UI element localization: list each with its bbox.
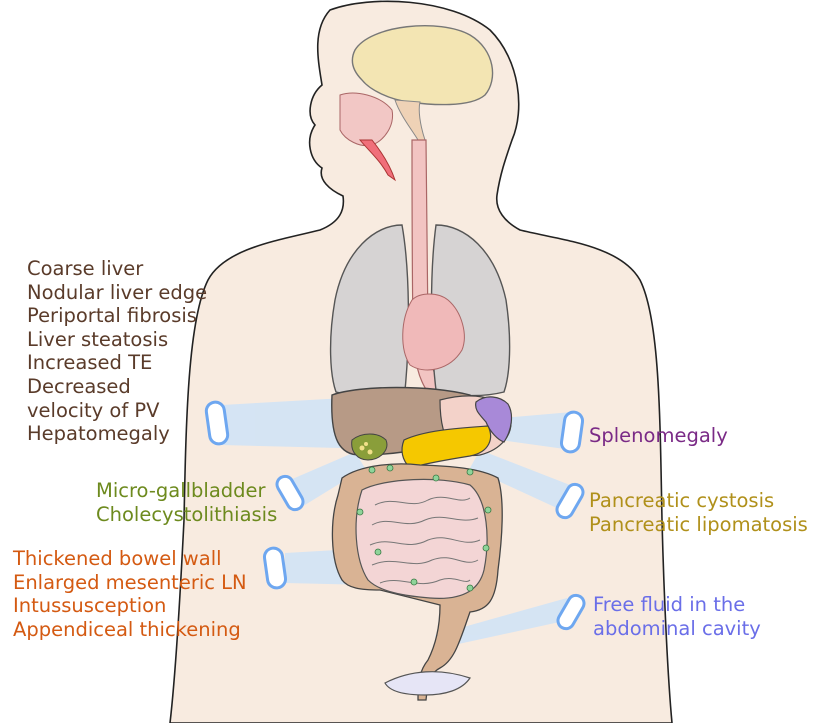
bowel-finding: Enlarged mesenteric LN bbox=[13, 571, 247, 595]
spleen-finding: Splenomegaly bbox=[589, 424, 728, 448]
fluid-finding: abdominal cavity bbox=[593, 617, 761, 641]
liver-finding: Increased TE bbox=[27, 351, 207, 375]
probe-bowel bbox=[263, 547, 286, 589]
pancreas-finding: Pancreatic cystosis bbox=[589, 489, 808, 513]
spleen-findings-list: Splenomegaly bbox=[589, 424, 728, 448]
gallstone bbox=[364, 442, 368, 446]
bowel-finding: Thickened bowel wall bbox=[13, 547, 247, 571]
pancreas-finding: Pancreatic lipomatosis bbox=[589, 513, 808, 537]
bowel-finding: Intussusception bbox=[13, 594, 247, 618]
liver-findings-list: Coarse liver Nodular liver edge Periport… bbox=[27, 257, 207, 446]
liver-finding: Liver steatosis bbox=[27, 328, 207, 352]
small-intestine bbox=[356, 479, 487, 598]
liver-finding: velocity of PV bbox=[27, 399, 207, 423]
fluid-finding: Free fluid in the bbox=[593, 593, 761, 617]
fluid-findings-list: Free fluid in the abdominal cavity bbox=[593, 593, 761, 640]
pancreas-findings-list: Pancreatic cystosis Pancreatic lipomatos… bbox=[589, 489, 808, 536]
gallbladder-finding: Micro-gallbladder bbox=[96, 479, 277, 503]
liver-finding: Decreased bbox=[27, 375, 207, 399]
liver-finding: Periportal fibrosis bbox=[27, 304, 207, 328]
liver-finding: Nodular liver edge bbox=[27, 281, 207, 305]
gallstone bbox=[368, 450, 373, 455]
liver-finding: Hepatomegaly bbox=[27, 422, 207, 446]
probe-spleen bbox=[560, 411, 583, 453]
gallbladder-findings-list: Micro-gallbladder Cholecystolithiasis bbox=[96, 479, 277, 526]
bowel-finding: Appendiceal thickening bbox=[13, 618, 247, 642]
gallbladder-finding: Cholecystolithiasis bbox=[96, 503, 277, 527]
bowel-findings-list: Thickened bowel wall Enlarged mesenteric… bbox=[13, 547, 247, 641]
gallstone bbox=[360, 446, 365, 451]
liver-finding: Coarse liver bbox=[27, 257, 207, 281]
